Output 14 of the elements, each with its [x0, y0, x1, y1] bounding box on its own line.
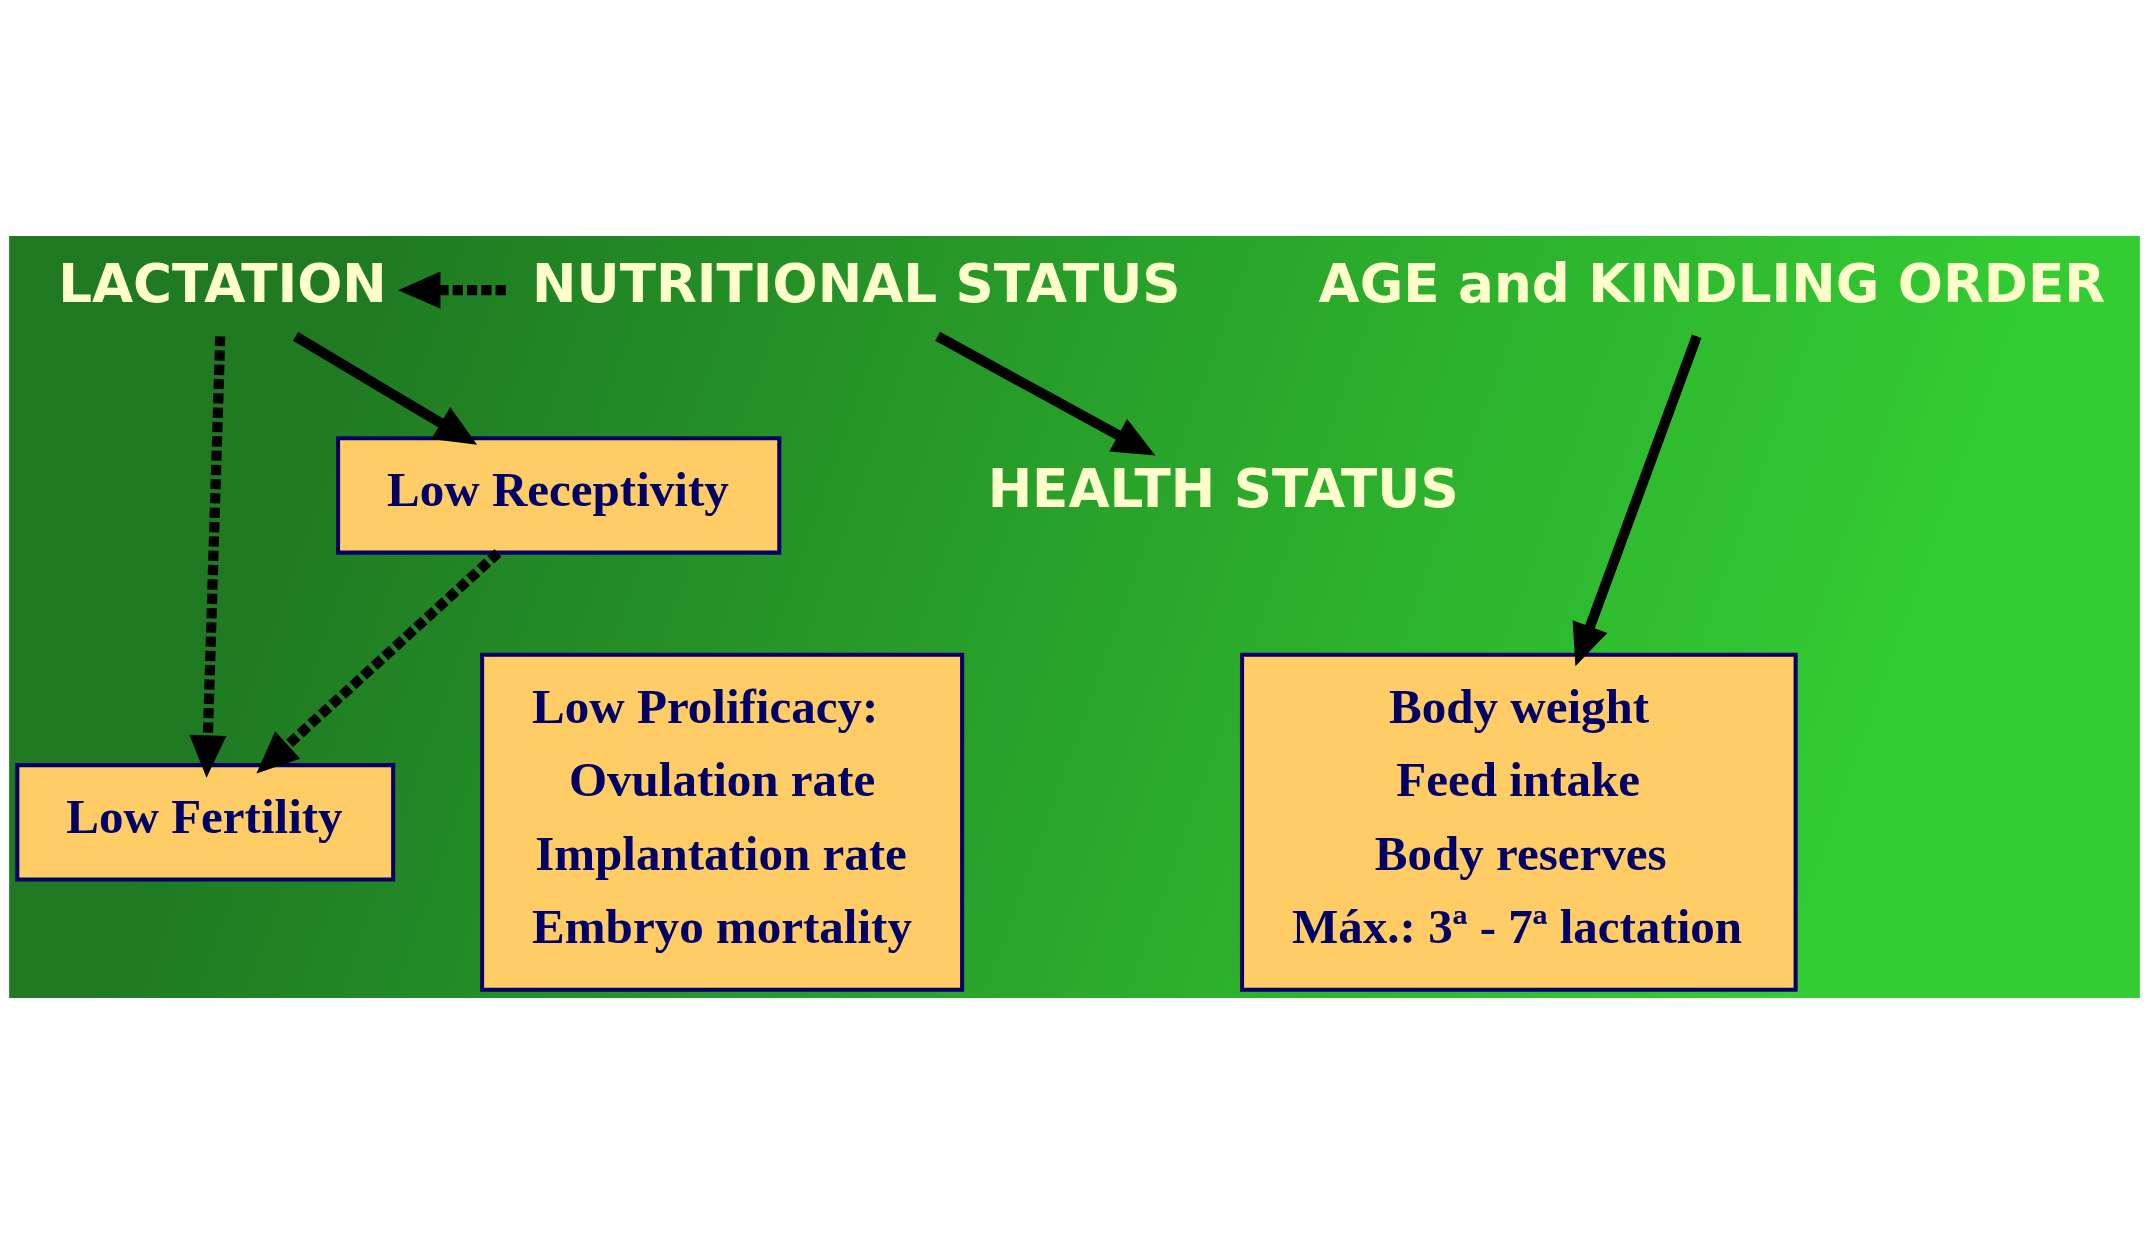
arrow	[292, 331, 478, 445]
node-text: AGE and KINDLING ORDER	[1318, 252, 2106, 315]
arrow	[398, 271, 506, 309]
node-text: HEALTH STATUS	[987, 457, 1459, 520]
arrow	[1572, 334, 1702, 666]
node-box: Low Receptivity	[336, 435, 782, 555]
arrow	[189, 335, 227, 778]
node-box: Low Fertility	[15, 762, 396, 882]
node-text: NUTRITIONAL STATUS	[532, 252, 1181, 315]
node-box: Low Prolificacy: Ovulation rate Implantation rate Embryo mortality	[480, 652, 965, 992]
node-text: LACTATION	[58, 252, 387, 315]
arrow	[935, 331, 1156, 455]
arrow	[256, 548, 502, 774]
node-box: Body weight Feed intake Body reserves Máx.: 3ª - 7ª lactation	[1239, 652, 1798, 992]
